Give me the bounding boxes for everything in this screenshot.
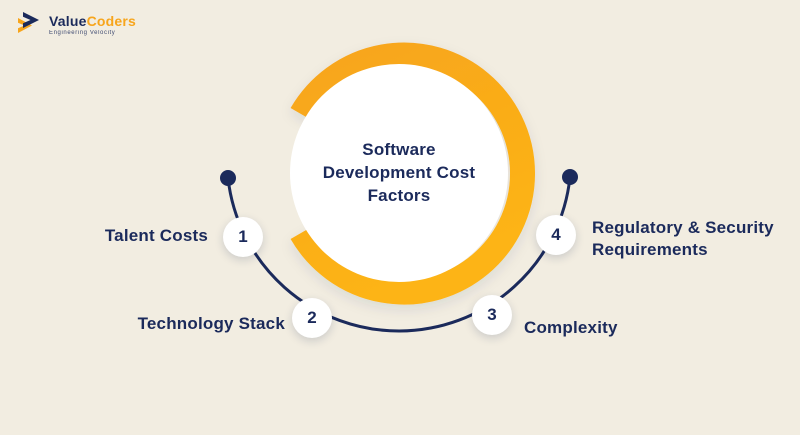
orange-ring-arc (290, 42, 535, 305)
brand-logo-icon (18, 12, 39, 33)
logo-chevron-navy (23, 12, 39, 28)
factor-2-number: 2 (307, 308, 317, 327)
factor-1-badge: 1 (223, 217, 263, 257)
factor-3-number: 3 (487, 305, 497, 324)
factor-4-badge: 4 (536, 215, 576, 255)
factor-1-number: 1 (238, 227, 248, 246)
brand-logo: ValueCoders Engineering Velocity (16, 10, 136, 36)
factor-4-number: 4 (551, 225, 561, 244)
brand-text: ValueCoders Engineering Velocity (49, 10, 136, 36)
factor-1-label: Talent Costs (104, 226, 208, 245)
center-circle (290, 64, 508, 282)
brand-name-primary: Value (49, 13, 87, 29)
connector-dot-right (562, 169, 578, 185)
factor-2-badge: 2 (292, 298, 332, 338)
factor-2-label: Technology Stack (137, 314, 285, 333)
factor-3-label: Complexity (524, 318, 618, 337)
diagram-title: Software Development Cost Factors (322, 140, 476, 205)
factor-4-label: Regulatory & Security Requirements (592, 218, 774, 259)
factor-3-badge: 3 (472, 295, 512, 335)
brand-tagline: Engineering Velocity (49, 30, 116, 36)
connector-dot-left (220, 170, 236, 186)
brand-name: ValueCoders (49, 14, 136, 28)
brand-name-secondary: Coders (86, 13, 137, 29)
